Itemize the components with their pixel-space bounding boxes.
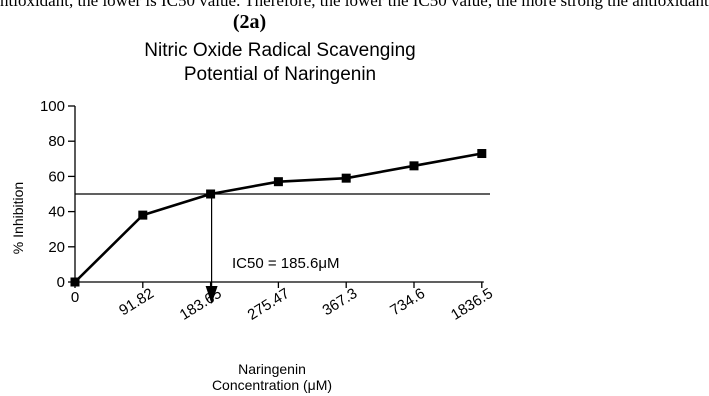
axes: 0 20 40 60 80 100 0 91.82 183.65 275.47 367.3 734.6…: [40, 98, 496, 324]
x-tick-label: 275.47: [245, 285, 293, 324]
y-tick-label: 60: [48, 168, 65, 185]
data-point: [206, 189, 216, 199]
chart-title-line1: Nitric Oxide Radical Scavenging: [144, 40, 415, 61]
reference-layer: IC50 = 185.6μM: [75, 193, 490, 304]
x-tick-label: 1836.5: [448, 285, 496, 324]
x-tick-label: 367.3: [319, 285, 360, 319]
x-axis-label-line2: Concentration (μM): [212, 377, 332, 393]
x-tick-label: 0: [71, 289, 79, 306]
y-axis-label: % Inhibition: [10, 182, 26, 254]
data-point: [409, 161, 419, 171]
x-tick-label: 734.6: [387, 285, 428, 319]
y-tick-label: 0: [57, 274, 65, 291]
data-point: [138, 210, 148, 220]
y-tick-label: 20: [48, 239, 65, 256]
chart-title-line2: Potential of Naringenin: [184, 64, 376, 85]
x-axis-label-line1: Naringenin: [238, 361, 306, 377]
y-tick-label: 40: [48, 204, 65, 221]
x-tick-label: 91.82: [116, 285, 157, 319]
y-tick-label: 80: [48, 133, 65, 150]
y-tick-label: 100: [40, 98, 65, 115]
ic50-arrow-head: [205, 286, 218, 304]
ic50-annotation: IC50 = 185.6μM: [232, 255, 339, 272]
panel-label: (2a): [232, 11, 267, 33]
caption-text: ntioxidant, the lower is IC50 value. The…: [0, 0, 709, 10]
data-point: [70, 277, 80, 287]
line-chart: Nitric Oxide Radical Scavenging Potentia…: [10, 40, 496, 393]
x-tick-label: 183.65: [177, 285, 225, 324]
data-point: [341, 173, 351, 183]
data-point: [477, 149, 487, 159]
data-point: [273, 177, 283, 187]
data-marks: [70, 149, 487, 287]
